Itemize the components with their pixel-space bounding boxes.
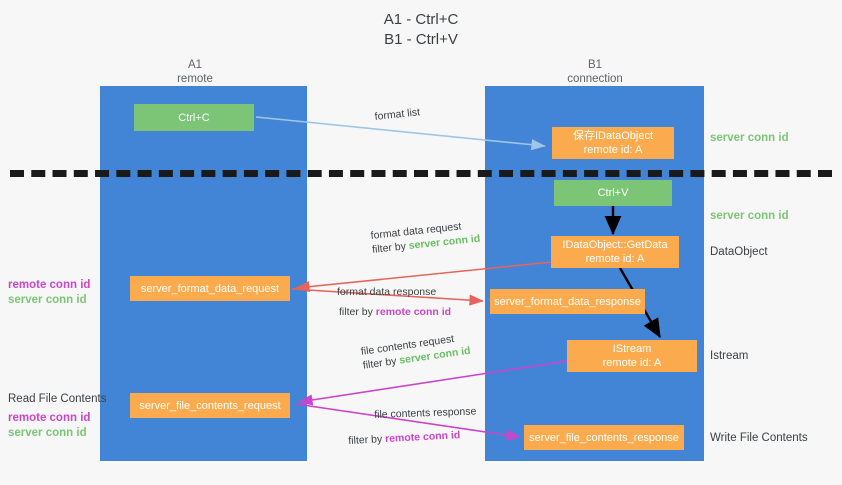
label-dataobject: DataObject bbox=[710, 245, 768, 260]
edge-label-format-data-response: format data response filter by remote co… bbox=[337, 285, 451, 319]
filter-prefix: filter by bbox=[371, 240, 410, 256]
edge-label-file-contents-response: file contents response bbox=[374, 404, 477, 422]
label-istream-text: Istream bbox=[710, 350, 749, 362]
edge-label-file-contents-response-filter: filter by remote conn id bbox=[348, 428, 461, 448]
label-write-file-contents-text: Write File Contents bbox=[710, 432, 808, 444]
edge-label-file-contents-request: file contents request filter by server c… bbox=[360, 330, 471, 373]
filter-prefix: filter by bbox=[348, 433, 386, 447]
node-ctrl-v-label: Ctrl+V bbox=[597, 187, 629, 199]
filter-key-remote-conn-id: remote conn id bbox=[384, 429, 461, 446]
lane-header-a1: A1 remote bbox=[140, 58, 250, 86]
label-remote-conn-id-2: remote conn id bbox=[8, 412, 91, 424]
node-server-file-contents-response-label: server_file_contents_response bbox=[529, 431, 679, 444]
label-write-file-contents: Write File Contents bbox=[710, 431, 808, 446]
title-line-2: B1 - Ctrl+V bbox=[384, 31, 458, 48]
node-save-dataobject-line1: 保存IDataObject bbox=[572, 130, 654, 142]
node-ctrl-c[interactable]: Ctrl+C bbox=[134, 104, 254, 131]
node-server-format-data-request-label: server_format_data_request bbox=[140, 282, 280, 295]
edge-label-format-data-response-text: format data response bbox=[337, 286, 437, 298]
node-istream[interactable]: IStream remote id: A bbox=[567, 340, 697, 372]
label-conn-ids-format: remote conn id server conn id bbox=[8, 278, 98, 308]
node-istream-line2: remote id: A bbox=[602, 357, 662, 369]
edge-label-format-list-text: format list bbox=[374, 106, 421, 123]
label-server-conn-id-2: server conn id bbox=[8, 427, 87, 439]
label-remote-conn-id-1: remote conn id bbox=[8, 279, 91, 291]
edge-label-format-data-request: format data request filter by server con… bbox=[370, 218, 481, 257]
node-save-dataobject[interactable]: 保存IDataObject remote id: A bbox=[552, 127, 674, 159]
filter-prefix: filter by bbox=[339, 306, 376, 318]
node-idataobject-getdata-line2: remote id: A bbox=[585, 253, 645, 265]
edge-label-file-contents-response-text: file contents response bbox=[374, 405, 477, 421]
label-conn-ids-file: remote conn id server conn id bbox=[8, 411, 103, 441]
node-ctrl-c-label: Ctrl+C bbox=[178, 111, 210, 124]
phase-divider bbox=[10, 170, 832, 177]
lane-b1-name: B1 bbox=[587, 59, 603, 71]
diagram-title: A1 - Ctrl+C B1 - Ctrl+V bbox=[0, 10, 842, 50]
label-server-conn-id-top: server conn id bbox=[710, 131, 789, 146]
node-server-file-contents-response[interactable]: server_file_contents_response bbox=[524, 425, 684, 450]
label-read-file-contents-text: Read File Contents bbox=[8, 393, 107, 405]
title-line-1: A1 - Ctrl+C bbox=[383, 11, 459, 28]
node-server-format-data-response-label: server_format_data_response bbox=[494, 295, 641, 308]
node-istream-line1: IStream bbox=[612, 343, 652, 355]
label-dataobject-text: DataObject bbox=[710, 246, 768, 258]
label-read-file-contents-group: Read File Contents bbox=[8, 392, 107, 407]
lane-header-b1: B1 connection bbox=[540, 58, 650, 86]
node-server-format-data-response[interactable]: server_format_data_response bbox=[490, 289, 645, 314]
node-idataobject-getdata[interactable]: IDataObject::GetData remote id: A bbox=[551, 236, 679, 268]
node-ctrl-v[interactable]: Ctrl+V bbox=[554, 180, 672, 206]
node-save-dataobject-line2: remote id: A bbox=[583, 144, 643, 156]
label-server-conn-id-1: server conn id bbox=[8, 294, 87, 306]
node-server-file-contents-request-label: server_file_contents_request bbox=[139, 399, 281, 412]
edge-label-format-list: format list bbox=[374, 105, 421, 124]
label-istream: Istream bbox=[710, 349, 748, 364]
label-server-conn-id-mid-text: server conn id bbox=[710, 210, 789, 222]
label-server-conn-id-mid: server conn id bbox=[710, 209, 789, 224]
label-server-conn-id-top-text: server conn id bbox=[710, 132, 789, 144]
node-server-file-contents-request[interactable]: server_file_contents_request bbox=[130, 393, 290, 418]
filter-prefix: filter by bbox=[362, 354, 401, 372]
edge-label-format-data-response-filter: filter by remote conn id bbox=[339, 305, 451, 319]
filter-key-remote-conn-id: remote conn id bbox=[375, 306, 452, 318]
lane-b1-sub: connection bbox=[567, 73, 623, 85]
lane-a1-name: A1 bbox=[187, 59, 203, 71]
lane-a1-sub: remote bbox=[177, 73, 213, 85]
node-server-format-data-request[interactable]: server_format_data_request bbox=[130, 276, 290, 301]
node-idataobject-getdata-line1: IDataObject::GetData bbox=[562, 239, 668, 251]
